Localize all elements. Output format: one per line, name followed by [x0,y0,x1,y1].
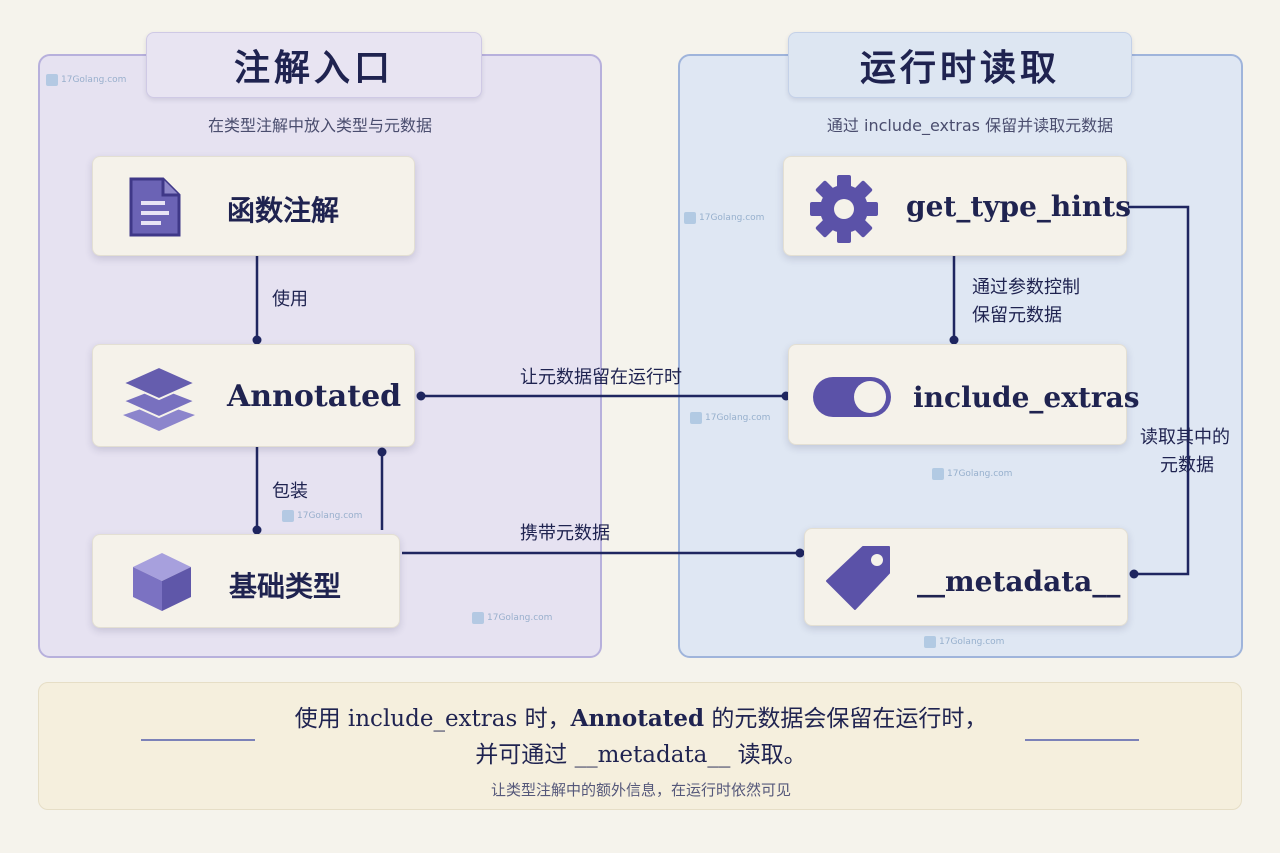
cube-icon [133,553,191,611]
watermark: 17Golang.com [684,212,764,224]
base-type-node: 基础类型 [92,534,400,628]
watermark: 17Golang.com [932,468,1012,480]
watermark: 17Golang.com [472,612,552,624]
watermark: 17Golang.com [924,636,1004,648]
edge-label-read-line1: 读取其中的 [1140,427,1230,448]
function-annotation-label: 函数注解 [227,194,340,227]
edge-label-wrap: 包装 [272,481,308,502]
edge-label-carry-metadata: 携带元数据 [520,523,610,544]
annotated-node: Annotated [92,344,415,447]
metadata-label: __metadata__ [917,565,1121,598]
watermark: 17Golang.com [46,74,126,86]
document-icon [129,177,181,237]
get-type-hints-label: get_type_hints [906,190,1131,223]
edge-label-keep-at-runtime: 让元数据留在运行时 [520,367,682,388]
summary-footnote: 让类型注解中的额外信息，在运行时依然可见 [490,781,791,799]
left-panel-title: 注解入口 [146,32,482,98]
function-annotation-node: 函数注解 [92,156,415,256]
base-type-label: 基础类型 [229,570,342,603]
summary-line-2: 并可通过 __metadata__ 读取。 [475,742,807,768]
get-type-hints-node: get_type_hints [783,156,1131,256]
tag-icon [826,546,890,610]
include-extras-label: include_extras [913,381,1140,414]
right-panel-title: 运行时读取 [788,32,1132,98]
right-panel-subtitle: 通过 include_extras 保留并读取元数据 [826,116,1114,135]
edge-label-read-line2: 元数据 [1160,455,1214,476]
edge-label-control-line2: 保留元数据 [972,305,1062,326]
edge-read [1128,205,1190,576]
divider-left [141,739,255,741]
include-extras-node: include_extras [788,344,1140,445]
summary-box: 使用 include_extras 时，Annotated 的元数据会保留在运行… [38,682,1242,810]
summary-line-1: 使用 include_extras 时，Annotated 的元数据会保留在运行… [294,705,988,732]
watermark: 17Golang.com [690,412,770,424]
gear-icon [810,175,878,243]
edge-label-use: 使用 [272,289,308,310]
annotated-label: Annotated [227,379,402,414]
divider-right [1025,739,1139,741]
metadata-node: __metadata__ [804,528,1128,626]
edge-label-control-line1: 通过参数控制 [972,277,1080,298]
toggle-icon [813,377,891,417]
left-panel-subtitle: 在类型注解中放入类型与元数据 [207,116,432,135]
watermark: 17Golang.com [282,510,362,522]
layers-icon [120,365,198,431]
